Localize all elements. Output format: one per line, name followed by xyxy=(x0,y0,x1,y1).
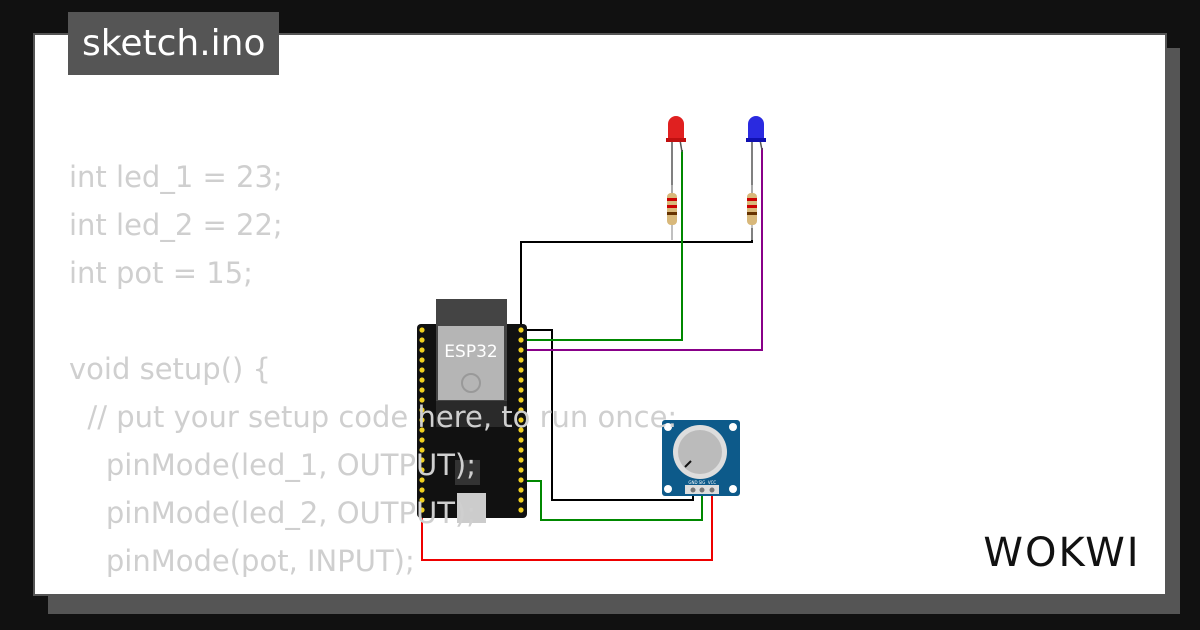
header-pin[interactable] xyxy=(518,417,524,423)
header-pin[interactable] xyxy=(419,447,425,453)
header-pin[interactable] xyxy=(518,407,524,413)
header-pin[interactable] xyxy=(518,397,524,403)
pin-label: SIG xyxy=(699,480,706,485)
header-pin[interactable] xyxy=(419,427,425,433)
header-pin[interactable] xyxy=(518,357,524,363)
header-pin[interactable] xyxy=(518,437,524,443)
header-pin[interactable] xyxy=(518,337,524,343)
header-pin[interactable] xyxy=(518,457,524,463)
header-pin[interactable] xyxy=(419,417,425,423)
header-pin[interactable] xyxy=(518,447,524,453)
header-pin[interactable] xyxy=(518,497,524,503)
header-pin[interactable] xyxy=(518,327,524,333)
header-pin[interactable] xyxy=(419,337,425,343)
header-pin[interactable] xyxy=(419,407,425,413)
resistor-1[interactable] xyxy=(667,185,677,240)
header-pin[interactable] xyxy=(419,467,425,473)
wire-led1 xyxy=(523,150,683,341)
header-pin[interactable] xyxy=(518,347,524,353)
header-pin[interactable] xyxy=(419,357,425,363)
header-pin[interactable] xyxy=(419,377,425,383)
header-pin[interactable] xyxy=(419,327,425,333)
potentiometer[interactable]: GND SIG VCC xyxy=(662,420,740,496)
wokwi-logo: WOKWI xyxy=(983,530,1140,576)
header-pin[interactable] xyxy=(419,347,425,353)
wire-gnd-top xyxy=(520,228,753,330)
header-pin[interactable] xyxy=(518,427,524,433)
sketch-title: sketch.ino xyxy=(68,12,280,75)
header-pin[interactable] xyxy=(518,387,524,393)
header-pin[interactable] xyxy=(518,507,524,513)
pin-label: GND xyxy=(688,480,697,485)
header-pin[interactable] xyxy=(419,477,425,483)
board-label: ESP32 xyxy=(444,342,497,362)
header-pin[interactable] xyxy=(419,367,425,373)
header-pin[interactable] xyxy=(518,477,524,483)
header-pin[interactable] xyxy=(419,457,425,463)
header-pin[interactable] xyxy=(419,507,425,513)
header-pin[interactable] xyxy=(419,497,425,503)
header-pin[interactable] xyxy=(419,487,425,493)
header-pin[interactable] xyxy=(518,377,524,383)
resistor-2[interactable] xyxy=(747,185,757,240)
pin-label: VCC xyxy=(708,480,717,485)
header-pin[interactable] xyxy=(518,467,524,473)
wire-pot-signal xyxy=(523,480,703,521)
wire-vcc xyxy=(421,490,713,561)
header-pin[interactable] xyxy=(419,387,425,393)
header-pin[interactable] xyxy=(518,487,524,493)
header-pin[interactable] xyxy=(518,367,524,373)
esp32-board[interactable]: ESP32 xyxy=(417,299,527,523)
wire-gnd-pot xyxy=(521,329,694,501)
wire-led2 xyxy=(523,148,763,351)
preview-card xyxy=(33,33,1167,596)
header-pin[interactable] xyxy=(419,437,425,443)
header-pin[interactable] xyxy=(419,397,425,403)
